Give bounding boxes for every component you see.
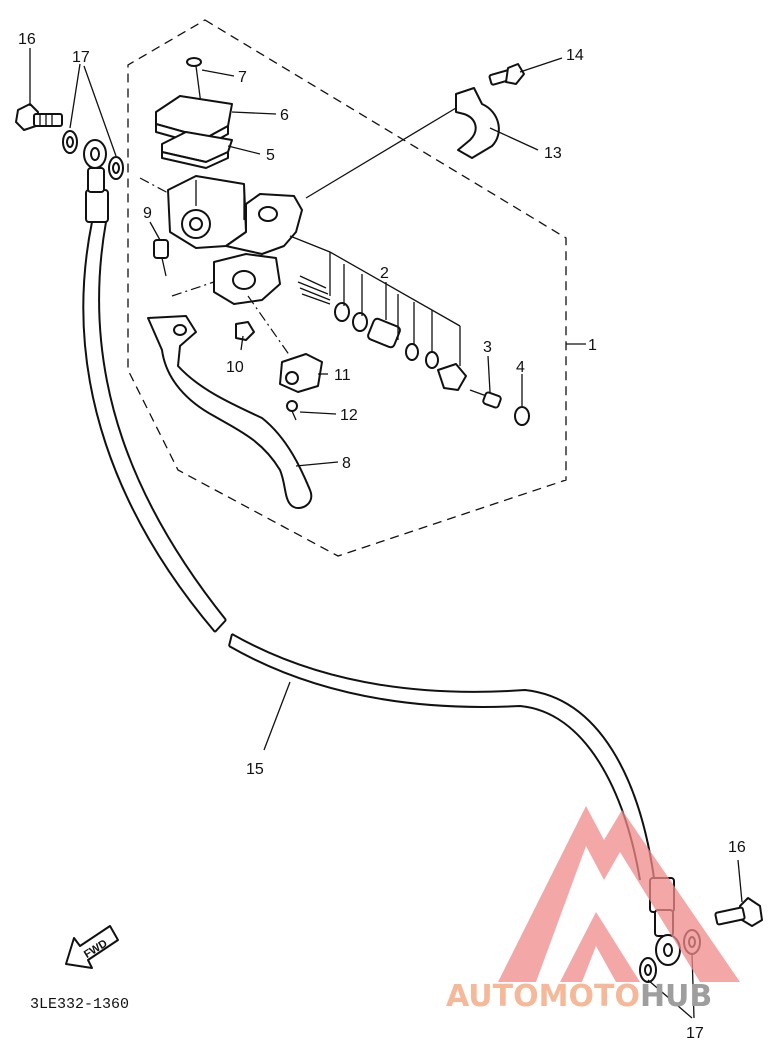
brake-switch <box>279 353 323 393</box>
label-13: 13 <box>544 145 562 162</box>
label-16-bottom: 16 <box>728 839 746 856</box>
leader-lines <box>29 48 743 1019</box>
diaphragm <box>161 131 233 169</box>
holder-bolt <box>488 63 525 86</box>
label-11: 11 <box>334 367 351 384</box>
label-9: 9 <box>143 205 152 222</box>
push-rod <box>469 389 502 409</box>
brake-lever <box>147 315 313 509</box>
watermark-text-auto: AUTOMOTO <box>446 979 640 1014</box>
cap-10 <box>235 321 255 341</box>
label-6: 6 <box>280 107 289 124</box>
label-16-top: 16 <box>18 31 36 48</box>
washers-top <box>62 130 124 180</box>
master-cylinder-holder <box>455 87 500 159</box>
diagram-code: 3LE332-1360 <box>30 996 129 1013</box>
hose-fitting-top <box>83 139 109 223</box>
label-17-bottom: 17 <box>686 1025 704 1042</box>
label-2: 2 <box>380 265 389 282</box>
label-12: 12 <box>340 407 358 424</box>
master-cylinder-body <box>167 175 303 305</box>
label-15: 15 <box>246 761 264 778</box>
boot <box>514 406 530 426</box>
watermark-text: AUTOMOTOHUB <box>446 979 712 1014</box>
label-10: 10 <box>226 359 244 376</box>
bleed-screw <box>153 239 169 277</box>
union-bolt-bottom <box>714 897 763 927</box>
label-17-top: 17 <box>72 49 90 66</box>
label-7: 7 <box>238 69 247 86</box>
screw-12 <box>286 400 298 421</box>
label-14: 14 <box>566 47 584 64</box>
label-1: 1 <box>588 337 597 354</box>
watermark-text-hub: HUB <box>640 979 712 1014</box>
watermark-inner-icon <box>560 912 640 982</box>
union-bolt-top <box>15 103 63 131</box>
forward-arrow: FWD <box>65 925 119 969</box>
watermark-logo <box>498 806 740 982</box>
label-4: 4 <box>516 359 525 376</box>
watermark-triangle-icon <box>498 806 740 982</box>
piston-kit <box>297 275 467 391</box>
label-8: 8 <box>342 455 351 472</box>
assembly-boundary <box>127 19 567 557</box>
label-5: 5 <box>266 147 275 164</box>
label-3: 3 <box>483 339 492 356</box>
brake-hose <box>82 221 655 881</box>
